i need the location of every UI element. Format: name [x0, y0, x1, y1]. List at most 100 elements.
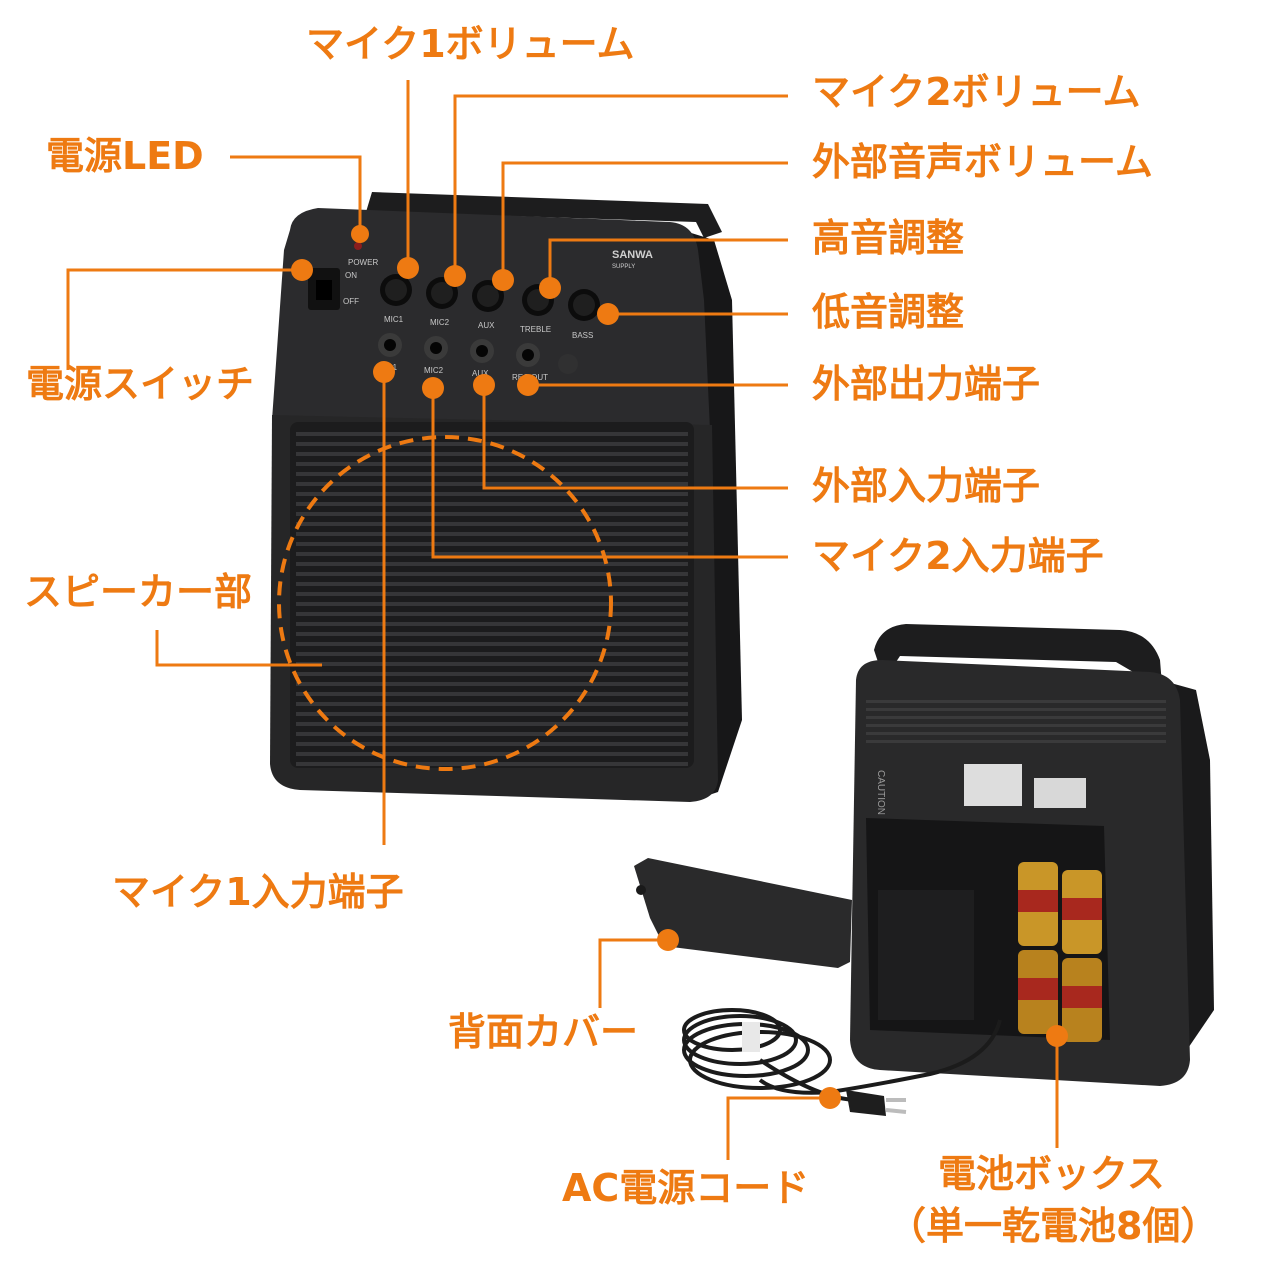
dot-mic1-input	[373, 361, 395, 383]
cord-tie	[742, 1022, 760, 1052]
leader-lines	[66, 80, 1059, 1160]
leader-dots	[291, 225, 1068, 1109]
label-battery-box-line1: 電池ボックス	[938, 1152, 1165, 1196]
lead-mic2-volume	[453, 94, 788, 274]
cord-storage-block	[878, 890, 974, 1020]
power-marking: POWER	[348, 258, 378, 267]
jack-aux[interactable]	[470, 339, 494, 363]
label-input-jack: 外部入力端子	[812, 464, 1041, 508]
grille-slat	[296, 642, 688, 646]
grille-slat	[296, 682, 688, 686]
back-speaker: CAUTION	[850, 624, 1214, 1086]
knob-label-treble: TREBLE	[520, 325, 551, 334]
dot-ac-cord	[819, 1087, 841, 1109]
label-mic1-volume: マイク1ボリューム	[306, 22, 635, 66]
power-switch-rocker	[316, 280, 332, 300]
grille-slat	[296, 652, 688, 656]
knob-label-bass: BASS	[572, 331, 593, 340]
back-vent-slat	[866, 708, 1166, 711]
grille-slat	[296, 572, 688, 576]
rating-label	[964, 764, 1022, 806]
grille-slat	[296, 582, 688, 586]
dot-power-led	[351, 225, 369, 243]
grille-slat	[296, 542, 688, 546]
lead-back-cover	[598, 938, 662, 1008]
dot-output-jack	[517, 374, 539, 396]
label-power-switch: 電源スイッチ	[26, 362, 255, 406]
battery-cells	[1018, 862, 1102, 1042]
label-aux-volume: 外部音声ボリューム	[812, 140, 1153, 184]
brand-sub-marking: SUPPLY	[612, 264, 635, 270]
lead-power-led	[230, 155, 362, 234]
grille-slat	[296, 492, 688, 496]
label-mic1-input: マイク1入力端子	[112, 870, 404, 914]
grille-slat	[296, 622, 688, 626]
grille-slat	[296, 602, 688, 606]
grille-slat	[296, 732, 688, 736]
dot-aux-volume	[492, 269, 514, 291]
front-speaker: POWER ON OFF SANWA SUPPLY MIC1 MIC2 AUX …	[270, 192, 742, 802]
back-vent-slat	[866, 732, 1166, 735]
dot-mic2-volume	[444, 265, 466, 287]
knob-bass[interactable]	[568, 289, 600, 321]
knob-mic1[interactable]	[380, 274, 412, 306]
label-output-jack: 外部出力端子	[812, 362, 1041, 406]
grille-slat	[296, 552, 688, 556]
grille-slat	[296, 632, 688, 636]
grille-slat	[296, 692, 688, 696]
back-cover-hinge-top	[636, 885, 646, 895]
model-label	[1034, 778, 1086, 808]
lead-speaker	[155, 630, 322, 667]
lead-power-switch	[66, 268, 300, 370]
grille-slat	[296, 742, 688, 746]
grille-slat	[296, 532, 688, 536]
dot-treble	[539, 277, 561, 299]
knob-label-mic1: MIC1	[384, 315, 404, 324]
jack-mic1[interactable]	[378, 333, 402, 357]
knob-label-mic2: MIC2	[430, 318, 450, 327]
knob-label-aux: AUX	[478, 321, 495, 330]
label-power-led: 電源LED	[46, 134, 204, 178]
back-vent-slat	[866, 740, 1166, 743]
grille-slat	[296, 672, 688, 676]
grille-slat	[296, 512, 688, 516]
jack-mic2[interactable]	[424, 336, 448, 360]
ac-plug[interactable]	[846, 1090, 886, 1116]
back-vent-slat	[866, 700, 1166, 703]
label-mic2-input: マイク2入力端子	[812, 534, 1104, 578]
jack-label-aux: AUX	[472, 369, 489, 378]
front-handle	[360, 192, 722, 240]
grille-slat	[296, 592, 688, 596]
brand-marking: SANWA	[612, 249, 653, 261]
power-led	[354, 242, 362, 250]
grille-slat	[296, 662, 688, 666]
grille-slat	[296, 562, 688, 566]
grille-slats	[296, 432, 688, 766]
grille-slat	[296, 522, 688, 526]
back-vent-slat	[866, 724, 1166, 727]
back-cover-panel[interactable]	[634, 858, 852, 968]
speaker-outline	[277, 435, 613, 771]
dot-bass	[597, 303, 619, 325]
back-vent-slat	[866, 716, 1166, 719]
jack-rec-out[interactable]	[516, 343, 540, 367]
label-speaker: スピーカー部	[24, 570, 253, 614]
dot-power-switch	[291, 259, 313, 281]
grille-slat	[296, 472, 688, 476]
caution-marking: CAUTION	[875, 770, 886, 815]
grille-slat	[296, 702, 688, 706]
label-treble: 高音調整	[812, 216, 965, 260]
grille-slat	[296, 752, 688, 756]
off-marking: OFF	[343, 297, 359, 306]
plug-prongs	[885, 1098, 907, 1114]
dot-input-jack	[473, 374, 495, 396]
label-ac-cord: AC電源コード	[562, 1166, 810, 1210]
sensor-dot	[558, 354, 578, 374]
label-bass: 低音調整	[812, 290, 965, 334]
dot-back-cover	[657, 929, 679, 951]
grille-slat	[296, 722, 688, 726]
label-battery-box-line2: （単一乾電池8個）	[888, 1204, 1219, 1248]
label-back-cover: 背面カバー	[448, 1010, 639, 1054]
lead-input-jack	[482, 385, 788, 490]
